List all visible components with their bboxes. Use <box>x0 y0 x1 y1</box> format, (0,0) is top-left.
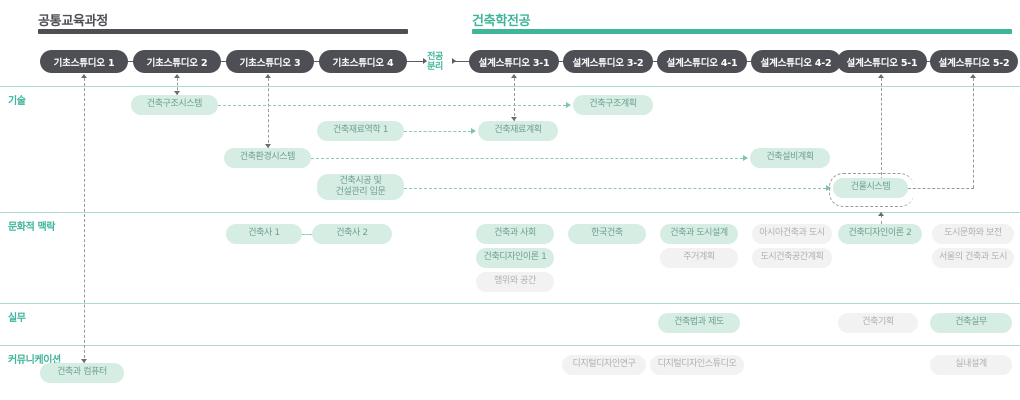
course-pill[interactable]: 행위와 공간 <box>476 272 554 292</box>
flow-arrow-equipmentplan <box>743 155 748 161</box>
track-separator-communication <box>0 345 1020 347</box>
course-pill[interactable]: 건축환경시스템 <box>224 148 311 168</box>
flow-history1-to-history2 <box>302 234 312 235</box>
course-pill[interactable]: 건축과 도시설계 <box>660 224 738 244</box>
track-separator-practice <box>0 303 1020 305</box>
course-pill[interactable]: 디지털디자인스튜디오 <box>650 355 744 375</box>
course-pill[interactable]: 건축사 1 <box>226 224 302 244</box>
feed-arrow-up-studio1 <box>81 74 87 78</box>
studio-pill[interactable]: 설계스튜디오 5-2 <box>930 50 1018 73</box>
studio-link-2-3 <box>221 61 226 62</box>
course-pill[interactable]: 건축기획 <box>838 313 918 333</box>
studio-arrow-from-separator <box>452 58 456 64</box>
studio-pill[interactable]: 설계스튜디오 4-2 <box>751 50 841 73</box>
feed-line-studio52 <box>973 78 974 188</box>
feed-line-studio3 <box>268 78 269 148</box>
flow-environment-to-equipmentplan <box>311 158 743 159</box>
course-pill[interactable]: 건축설비계획 <box>750 148 830 168</box>
track-label-technology: 기술 <box>8 96 26 107</box>
buildingsystem-to-studio52 <box>908 188 974 189</box>
course-pill[interactable]: 건축과 컴퓨터 <box>40 363 124 383</box>
track-separator-cultural <box>0 212 1020 214</box>
feed-arrow-up-studio2 <box>174 74 180 78</box>
track-separator-technology <box>0 86 1020 88</box>
course-pill[interactable]: 한국건축 <box>568 224 646 244</box>
track-label-practice: 실무 <box>8 313 26 324</box>
flow-arrow-structureplan <box>566 102 571 108</box>
course-pill[interactable]: 건축재료계획 <box>478 121 558 141</box>
studio-pill[interactable]: 기초스튜디오 3 <box>226 50 314 73</box>
course-pill[interactable]: 아시아건축과 도시 <box>752 224 832 244</box>
feed-arrow-up-theory2 <box>878 212 884 216</box>
feed-arrow-down-environment <box>265 144 271 148</box>
studio-link-4-sep <box>407 61 423 62</box>
feed-arrow-down-computer <box>81 359 87 363</box>
studio-link-1-2 <box>128 61 133 62</box>
feed-line-theory2 <box>881 215 882 224</box>
course-pill[interactable]: 건축구조시스템 <box>131 95 218 115</box>
course-pill[interactable]: 건축사 2 <box>312 224 392 244</box>
feed-line-studio2 <box>177 78 178 95</box>
track-label-cultural: 문화적 맥락 <box>8 222 56 233</box>
studio-pill[interactable]: 기초스튜디오 2 <box>133 50 221 73</box>
studio-link-3-4 <box>314 61 319 62</box>
track-label-communication: 커뮤니케이션 <box>8 355 61 366</box>
flow-construction-to-buildingsystem <box>404 188 826 189</box>
course-pill[interactable]: 건축디자인이론 2 <box>838 224 922 244</box>
feed-arrow-up-studio51 <box>878 74 884 78</box>
course-pill[interactable]: 건축법과 제도 <box>658 313 740 333</box>
studio-pill[interactable]: 설계스튜디오 3-2 <box>563 50 653 73</box>
course-pill[interactable]: 건축과 사회 <box>476 224 554 244</box>
studio-link-31-32 <box>559 61 563 62</box>
studio-link-41-42 <box>747 61 751 62</box>
flow-arrow-materialplan <box>471 128 476 134</box>
major-separation-note: 전공 분리 <box>427 52 443 73</box>
flow-materials-to-materialplan <box>404 131 471 132</box>
flow-arrow-buildingsystem <box>826 185 831 191</box>
course-pill[interactable]: 디지털디자인연구 <box>562 355 646 375</box>
feed-line-studio51 <box>881 78 882 185</box>
course-pill[interactable]: 건물시스템 <box>833 178 908 198</box>
feed-arrow-down-structure <box>174 91 180 95</box>
course-pill[interactable]: 건축재료역학 1 <box>317 121 404 141</box>
course-pill[interactable]: 도시문화와 보전 <box>932 224 1014 244</box>
course-pill[interactable]: 주거계획 <box>660 248 738 268</box>
course-pill[interactable]: 건축구조계획 <box>573 95 653 115</box>
studio-link-sep-31 <box>454 61 469 62</box>
section-title-common: 공통교육과정 <box>38 14 108 29</box>
studio-pill[interactable]: 기초스튜디오 1 <box>40 50 128 73</box>
section-bar-common <box>38 29 408 34</box>
feed-arrow-up-studio31 <box>511 74 517 78</box>
studio-pill[interactable]: 설계스튜디오 3-1 <box>469 50 559 73</box>
course-pill[interactable]: 서울의 건축과 도시 <box>932 248 1014 268</box>
section-title-major: 건축학전공 <box>472 14 531 29</box>
studio-pill[interactable]: 기초스튜디오 4 <box>319 50 407 73</box>
flow-structure-to-structureplan <box>218 105 566 106</box>
buildingsystem-loop <box>829 173 914 207</box>
studio-link-51-52 <box>927 61 930 62</box>
course-pill[interactable]: 건축실무 <box>930 313 1012 333</box>
studio-link-32-41 <box>653 61 657 62</box>
section-bar-major <box>472 29 1012 34</box>
studio-pill[interactable]: 설계스튜디오 4-1 <box>657 50 747 73</box>
course-pill[interactable]: 건축디자인이론 1 <box>476 248 554 268</box>
feed-arrow-up-studio3 <box>265 74 271 78</box>
feed-line-studio1 <box>84 78 85 363</box>
course-pill[interactable]: 건축시공 및 건설관리 입문 <box>317 174 404 200</box>
feed-line-studio31 <box>514 78 515 121</box>
studio-arrow-to-separator <box>423 58 427 64</box>
course-pill[interactable]: 실내설계 <box>930 355 1012 375</box>
course-pill[interactable]: 도시건축공간계획 <box>752 248 832 268</box>
studio-pill[interactable]: 설계스튜디오 5-1 <box>837 50 927 73</box>
feed-arrow-down-material-plan <box>511 117 517 121</box>
feed-arrow-up-studio52 <box>970 74 976 78</box>
